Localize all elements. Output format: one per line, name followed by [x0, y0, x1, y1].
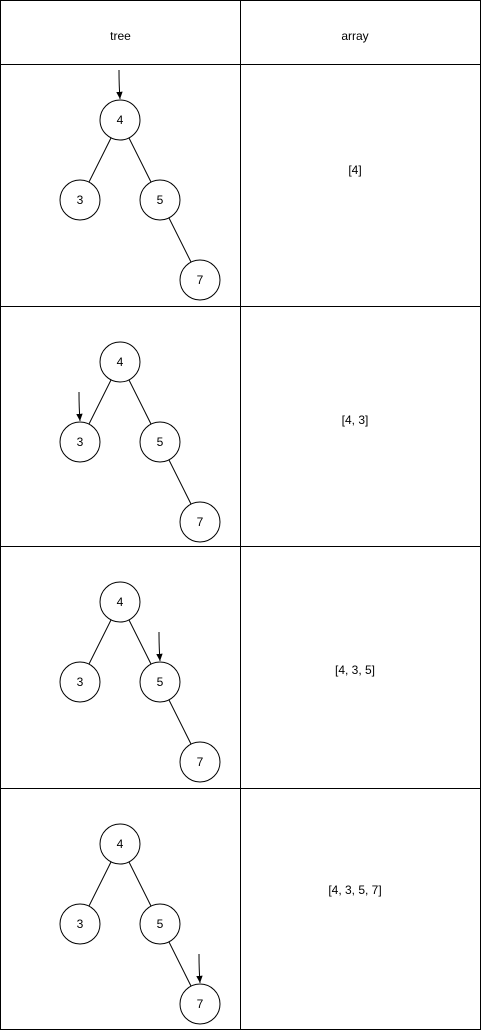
tree-node-label: 7 [197, 515, 204, 529]
tree-node-label: 5 [157, 917, 164, 931]
tree-node-label: 5 [157, 193, 164, 207]
tree-node-circle [99, 341, 141, 383]
tree-node-label: 5 [157, 675, 164, 689]
tree-node: 5 [139, 661, 181, 703]
tree-node-label: 7 [197, 755, 204, 769]
tree-node: 7 [179, 259, 221, 301]
tree-node-circle [179, 741, 221, 783]
tree-node-circle [179, 501, 221, 543]
tree-node-label: 4 [117, 837, 124, 851]
array-value: [4, 3, 5, 7] [328, 883, 381, 897]
tree-diagram: 4 3 5 7 [59, 341, 221, 543]
tree-diagram: 4 3 5 7 [59, 581, 221, 783]
tree-edge [88, 619, 112, 665]
tree-node: 5 [139, 903, 181, 945]
tree-node-label: 7 [197, 273, 204, 287]
table-row: 4 3 5 7 [4, 3] [59, 341, 369, 543]
pointer-arrow [116, 69, 123, 100]
pointer-arrow [76, 391, 83, 422]
tree-node: 3 [59, 903, 101, 945]
table-row: 4 3 5 7 [4, 3, 5, 7] [59, 823, 382, 1025]
header-tree: tree [110, 29, 131, 43]
tree-node-circle [139, 179, 181, 221]
tree-node-circle [59, 179, 101, 221]
tree-edge [168, 699, 192, 745]
tree-edge [168, 941, 192, 987]
tree-node-label: 4 [117, 595, 124, 609]
tree-node: 7 [179, 741, 221, 783]
tree-edge [88, 379, 112, 425]
tree-node: 5 [139, 179, 181, 221]
tree-node-circle [139, 903, 181, 945]
array-value: [4, 3] [342, 413, 369, 427]
tree-node-circle [179, 983, 221, 1025]
tree-node: 3 [59, 661, 101, 703]
tree-node: 7 [179, 983, 221, 1025]
tree-node-label: 3 [77, 675, 84, 689]
tree-edge [168, 459, 192, 505]
tree-node-circle [59, 661, 101, 703]
tree-node: 4 [99, 99, 141, 141]
tree-edge [128, 861, 152, 907]
tree-node-label: 3 [77, 917, 84, 931]
tree-diagram: 4 3 5 7 [59, 69, 221, 301]
table-rows: 4 3 5 7 [4] 4 3 5 7 [4, 3] 4 3 5 7 [4, 3, 5] 4 3 5 7 [4, 3,… [59, 69, 382, 1025]
tree-node: 7 [179, 501, 221, 543]
tree-diagram: 4 3 5 7 [59, 823, 221, 1025]
tree-node: 4 [99, 823, 141, 865]
tree-node-label: 4 [117, 113, 124, 127]
tree-edge [128, 379, 152, 425]
tree-edge [168, 217, 192, 263]
tree-node-circle [139, 421, 181, 463]
tree-node-circle [99, 823, 141, 865]
tree-node-circle [99, 99, 141, 141]
array-value: [4] [348, 163, 361, 177]
table-row: 4 3 5 7 [4] [59, 69, 362, 301]
tree-node-label: 4 [117, 355, 124, 369]
tree-node-circle [99, 581, 141, 623]
table-row: 4 3 5 7 [4, 3, 5] [59, 581, 375, 783]
header-array: array [341, 29, 368, 43]
tree-node: 3 [59, 179, 101, 221]
tree-node-label: 3 [77, 435, 84, 449]
tree-node-circle [59, 903, 101, 945]
tree-edge [88, 861, 112, 907]
array-value: [4, 3, 5] [335, 663, 375, 677]
pointer-arrow [156, 631, 163, 662]
tree-node: 4 [99, 341, 141, 383]
tree-node: 3 [59, 421, 101, 463]
tree-edge [128, 137, 152, 183]
tree-node: 4 [99, 581, 141, 623]
tree-node: 5 [139, 421, 181, 463]
tree-node-circle [179, 259, 221, 301]
tree-node-label: 7 [197, 997, 204, 1011]
tree-edge [128, 619, 152, 665]
tree-node-label: 3 [77, 193, 84, 207]
tree-node-circle [59, 421, 101, 463]
tree-edge [88, 137, 112, 183]
pointer-arrow [196, 953, 203, 984]
tree-node-circle [139, 661, 181, 703]
tree-node-label: 5 [157, 435, 164, 449]
